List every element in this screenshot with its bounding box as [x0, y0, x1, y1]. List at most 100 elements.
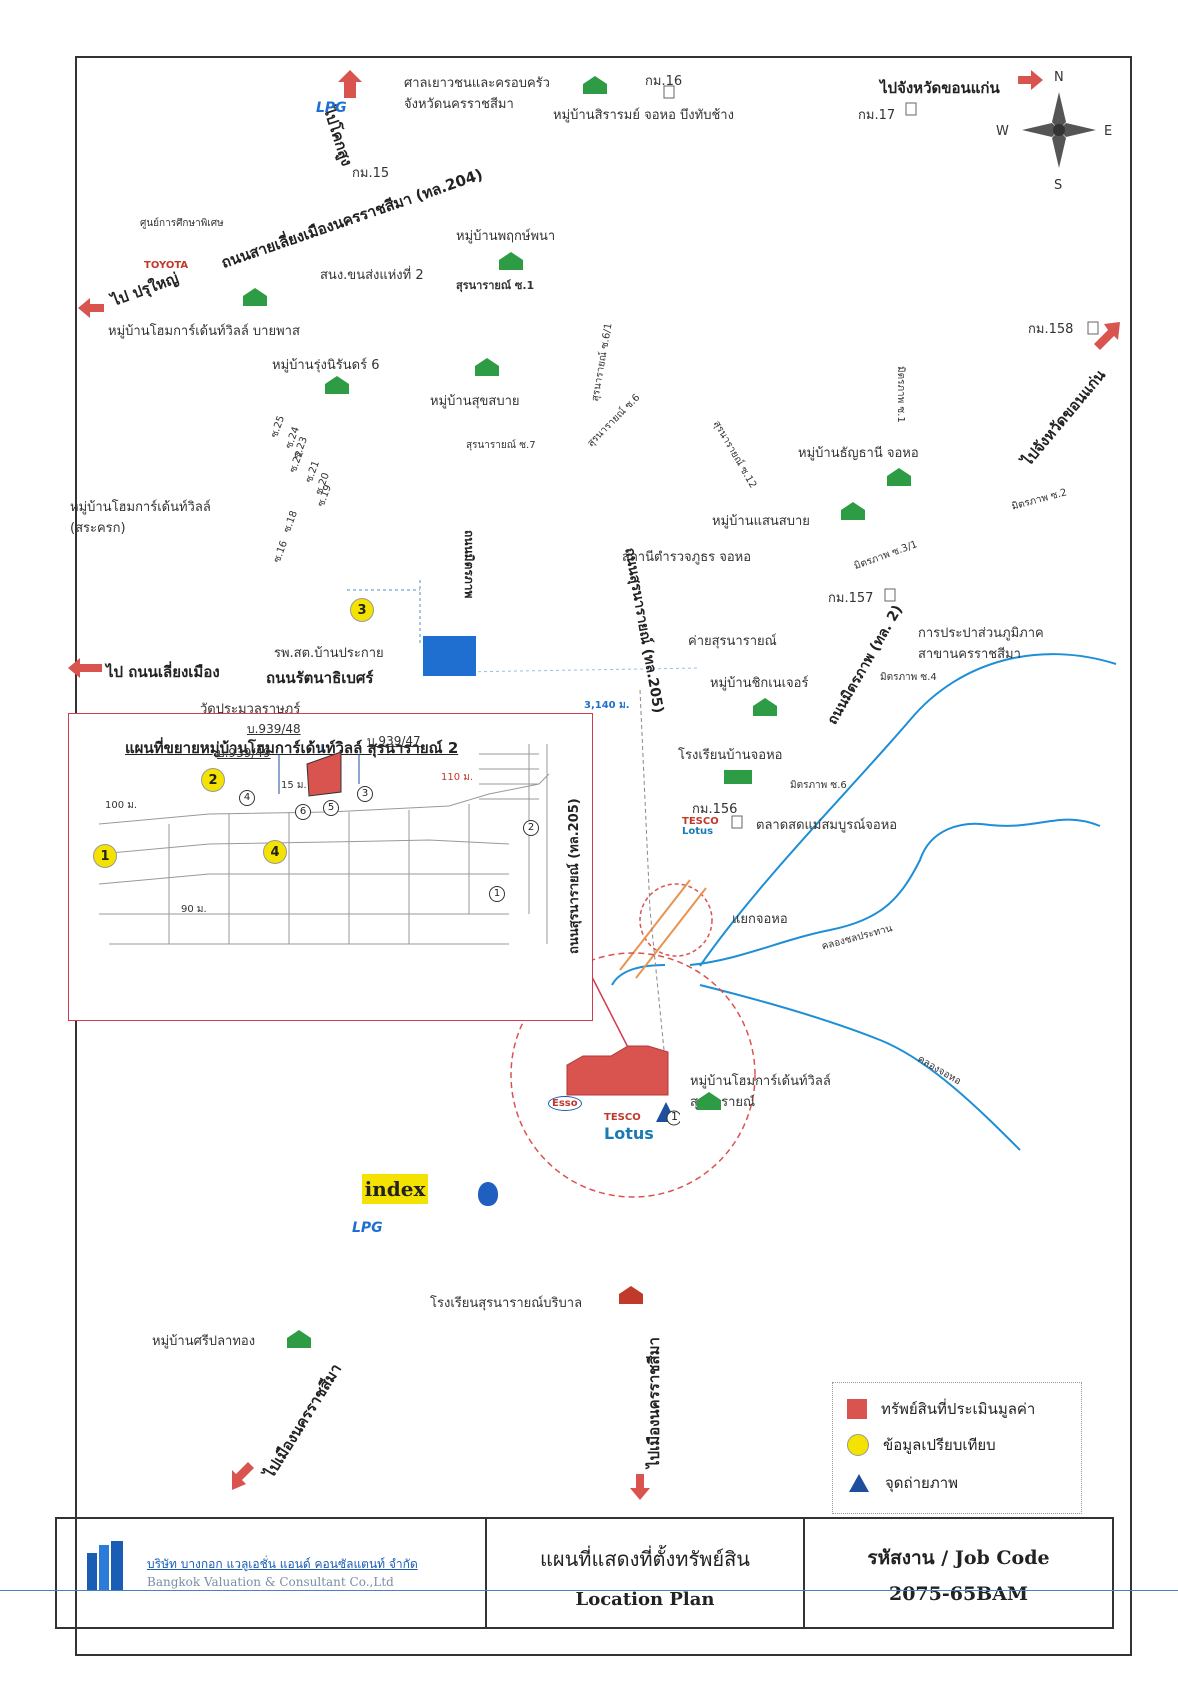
mit-phuek-label: ถนนมิตรภาพ [462, 530, 476, 599]
house-icon-phruksa [499, 252, 523, 270]
company-name-th: บริษัท บางกอก แวลูเอชั่น แอนด์ คอนซัลแตน… [147, 1557, 418, 1571]
pwa-label: การประปาส่วนภูมิภาค สาขานครราชสีมา [918, 626, 1044, 662]
home-sakrok-label: หมู่บ้านโฮมการ์เด้นท์วิลล์ (สระครก) [70, 500, 211, 536]
house-icon-subject [697, 1092, 721, 1110]
inset-title: แผนที่ขยายหมู่บ้านโฮมการ์เด้นท์วิลล์ สุร… [125, 739, 459, 757]
chicnature-label: หมู่บ้านชิกเนเจอร์ [710, 676, 809, 691]
to-bypass-label: ไป ถนนเลี่ยงเมือง [106, 663, 220, 681]
inset-photo-2[interactable]: 2 [523, 820, 539, 836]
esso-logo: Esso [548, 1096, 582, 1111]
phruksa-label: หมู่บ้านพฤกษ์พนา [456, 229, 556, 244]
km16-label: กม.16 [645, 74, 683, 89]
court-label: ศาลเยาวชนและครอบครัว จังหวัดนครราชสีมา [404, 76, 550, 112]
suksabai-label: หมู่บ้านสุขสบาย [430, 394, 520, 409]
lpg-bottom-logo: LPG [352, 1220, 383, 1236]
legend: ทรัพย์สินที่ประเมินมูลค่า ข้อมูลเปรียบเท… [832, 1382, 1082, 1514]
km158-label: กม.158 [1028, 322, 1074, 337]
house-icon-school [619, 1286, 643, 1304]
house-icon-suksabai [475, 358, 499, 376]
inset-comparable-4[interactable]: 4 [263, 840, 287, 864]
inset-comparable-2[interactable]: 2 [201, 768, 225, 792]
house-icon-siram [583, 76, 607, 94]
compass-s: S [1054, 178, 1063, 193]
house-icon-sriplathong [287, 1330, 311, 1348]
inset-canvas [98, 744, 550, 945]
camp-label: ค่ายสุรนารายณ์ [688, 634, 777, 649]
pump-icon [478, 1182, 498, 1206]
job-cell: รหัสงาน / Job Code 2075-65BAM [805, 1519, 1112, 1627]
junction-label: แยกจอหอ [732, 912, 788, 927]
river-upper [699, 653, 1117, 967]
subject-parcel [566, 1045, 669, 1096]
inset-photo-6[interactable]: 6 [295, 804, 311, 820]
plan-cell: แผนที่แสดงที่ตั้งทรัพย์สิน Location Plan [487, 1519, 805, 1627]
company-logo [87, 1541, 123, 1591]
inset-road-label: ถนนสุรนารายณ์ (ทล.205) [567, 798, 582, 954]
legend-comparable: ข้อมูลเปรียบเทียบ [847, 1433, 996, 1457]
arrow-left-bypass [68, 658, 102, 678]
toyota-logo: TOYOTA [144, 260, 189, 271]
comparable-marker-3[interactable]: 3 [350, 598, 374, 622]
arrow-ne-khonkaen [1094, 322, 1120, 350]
km17-label: กม.17 [858, 108, 896, 123]
plan-title-th: แผนที่แสดงที่ตั้งทรัพย์สิน [540, 1547, 750, 1571]
tesco-bottom-a: TESCO [604, 1112, 641, 1123]
legend-subject: ทรัพย์สินที่ประเมินมูลค่า [847, 1397, 1035, 1421]
scan-line [0, 1590, 1178, 1591]
tesco-top-a: TESCO [682, 816, 719, 827]
compass-w: W [996, 124, 1009, 139]
river-lower [699, 984, 1021, 1151]
junction-circle [639, 883, 713, 957]
dist-90-label: 90 ม. [181, 904, 207, 915]
distance-label: 3,140 ม. [584, 700, 630, 711]
inset-subject-parcel [306, 751, 342, 797]
index-logo: index [362, 1174, 428, 1204]
market-label: ตลาดสดแม่สมบูรณ์จอหอ [756, 818, 898, 833]
river-middle [689, 818, 1101, 966]
job-code-label: รหัสงาน / Job Code [867, 1547, 1050, 1569]
arrow-left-pakthong [78, 298, 104, 318]
house-icon-rungnirun [325, 376, 349, 394]
house-icon-tanyathani [887, 468, 911, 486]
arrow-right-khonkaen [1018, 70, 1043, 90]
inset-photo-1[interactable]: 1 [489, 886, 505, 902]
school-icon [724, 770, 752, 784]
tesco-top-b: Lotus [682, 826, 714, 837]
plot-47-label: บ.939/47 [367, 734, 421, 748]
house-icon-chicnature [753, 698, 777, 716]
school-jorho-label: โรงเรียนบ้านจอหอ [678, 748, 783, 763]
home-bypass-label: หมู่บ้านโฮมการ์เด้นท์วิลล์ บายพาส [108, 324, 300, 339]
dist-110-label: 110 ม. [441, 772, 474, 783]
inset-comparable-1[interactable]: 1 [93, 844, 117, 868]
arrow-down-city [630, 1474, 650, 1500]
dist-15-label: 15 ม. [281, 780, 307, 791]
blue-block [423, 636, 476, 676]
legend-subject-label: ทรัพย์สินที่ประเมินมูลค่า [881, 1400, 1036, 1418]
house-icon-saensabai [841, 502, 865, 520]
inset-photo-3[interactable]: 3 [357, 786, 373, 802]
inset-photo-5[interactable]: 5 [323, 800, 339, 816]
mit-soi-4-label: มิตรภาพ ซ.4 [880, 672, 937, 683]
transport-label: สนง.ขนส่งแห่งที่ 2 [320, 268, 424, 283]
arrow-up-chokchai [338, 70, 362, 98]
compass-rose [1022, 92, 1096, 168]
tesco-bottom-b: Lotus [604, 1124, 654, 1143]
legend-photo-icon [849, 1474, 869, 1492]
km15-label: กม.15 [352, 166, 390, 181]
plot-48-label: บ.939/48 [247, 722, 301, 736]
job-code-value: 2075-65BAM [888, 1583, 1029, 1605]
photo-marker-1-main[interactable]: 1 [652, 1100, 682, 1130]
compass-n: N [1054, 70, 1064, 85]
legend-photo: จุดถ่ายภาพ [847, 1471, 958, 1495]
to-khonkaen-top-label: ไปจังหวัดขอนแก่น [880, 79, 1000, 97]
km157-label: กม.157 [828, 591, 874, 606]
river-left [611, 964, 666, 986]
rungnirun-label: หมู่บ้านรุ่งนิรันดร์ 6 [272, 358, 380, 373]
hospital-label: รพ.สต.บ้านประกาย [274, 646, 384, 661]
title-block: บริษัท บางกอก แวลูเอชั่น แอนด์ คอนซัลแตน… [55, 1517, 1114, 1629]
inset-photo-4[interactable]: 4 [239, 790, 255, 806]
legend-photo-label: จุดถ่ายภาพ [885, 1474, 959, 1492]
house-icon-bypass [243, 288, 267, 306]
mit-soi-1-label: มิตรภาพ ซ.1 [895, 366, 906, 423]
